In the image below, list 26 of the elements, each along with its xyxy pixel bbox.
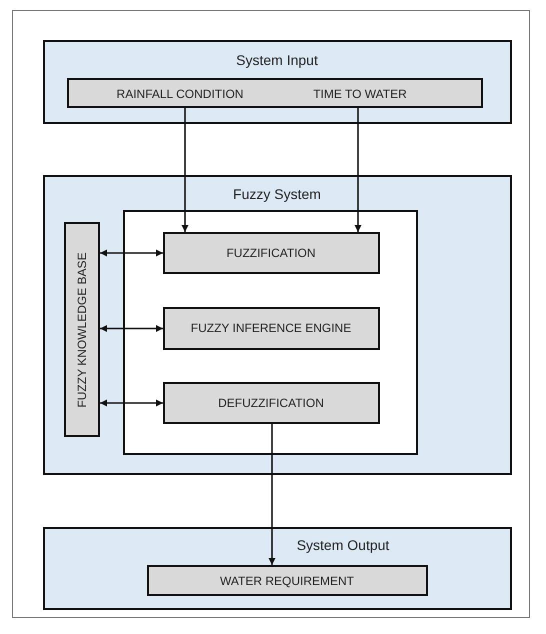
arrow [100, 400, 163, 406]
process-box [163, 307, 380, 350]
input-label: TIME TO WATER [313, 87, 407, 101]
box-label: FUZZY KNOWLEDGE BASE [75, 252, 89, 408]
inner-frame [123, 210, 418, 455]
box-label: FUZZY INFERENCE ENGINE [190, 321, 352, 335]
panel-title: System Output [296, 537, 390, 553]
process-box [163, 232, 380, 274]
group-panel [43, 175, 512, 475]
input-label: RAINFALL CONDITION [116, 87, 244, 101]
process-box [147, 565, 428, 596]
arrow [354, 108, 362, 232]
arrow [182, 108, 188, 232]
arrow [100, 325, 163, 332]
group-panel [43, 527, 512, 610]
box-label: DEFUZZIFICATION [218, 396, 324, 410]
box-label: WATER REQUIREMENT [220, 574, 354, 588]
group-panel [43, 40, 512, 124]
input-bar [67, 78, 483, 108]
knowledge-base-box [64, 222, 100, 437]
arrow [100, 250, 163, 256]
panel-title: System Input [236, 52, 318, 68]
arrow [268, 424, 276, 565]
box-label: FUZZIFICATION [226, 246, 316, 260]
panel-title: Fuzzy System [233, 186, 321, 202]
process-box [163, 382, 380, 424]
